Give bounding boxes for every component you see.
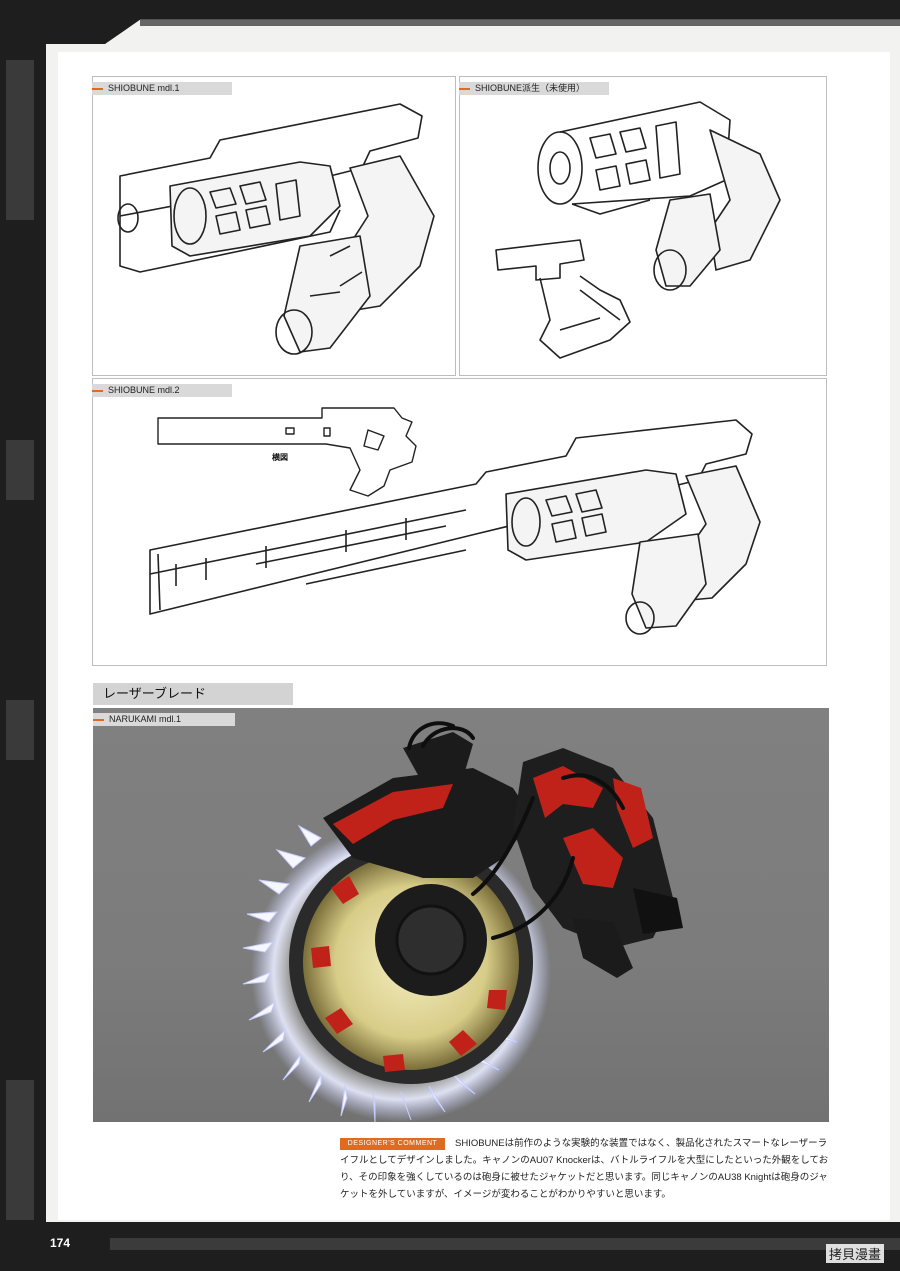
label-narukami-mdl1: NARUKAMI mdl.1 <box>93 713 235 726</box>
label-shiobune-derivative: SHIOBUNE派生（未使用） <box>459 82 609 95</box>
page-frame-left <box>0 0 46 1271</box>
render-laser-blade-weapon <box>242 721 683 1123</box>
page-frame-top-accent <box>140 20 900 26</box>
sketch-shiobune-mdl2-top-view <box>157 407 417 497</box>
designer-comment-text: SHIOBUNEは前作のような実験的な装置ではなく、製品化されたスマートなレーザ… <box>340 1138 829 1200</box>
designer-comment-tag: DESIGNER'S COMMENT <box>340 1138 445 1150</box>
page-number: 174 <box>50 1236 71 1250</box>
label-shiobune-mdl2: SHIOBUNE mdl.2 <box>92 384 232 397</box>
sketch-shiobune-mdl2-side-view <box>149 419 761 635</box>
sketch-shiobune-derivative <box>495 101 781 359</box>
label-shiobune-mdl1: SHIOBUNE mdl.1 <box>92 82 232 95</box>
sketch-shiobune-mdl1 <box>117 103 435 355</box>
section-heading-laser-blade: レーザーブレード <box>93 683 293 705</box>
page-frame-bottom-accent <box>110 1238 900 1250</box>
watermark: 拷貝漫畫 <box>826 1244 885 1263</box>
caption-side-view: 横図 <box>272 453 288 462</box>
